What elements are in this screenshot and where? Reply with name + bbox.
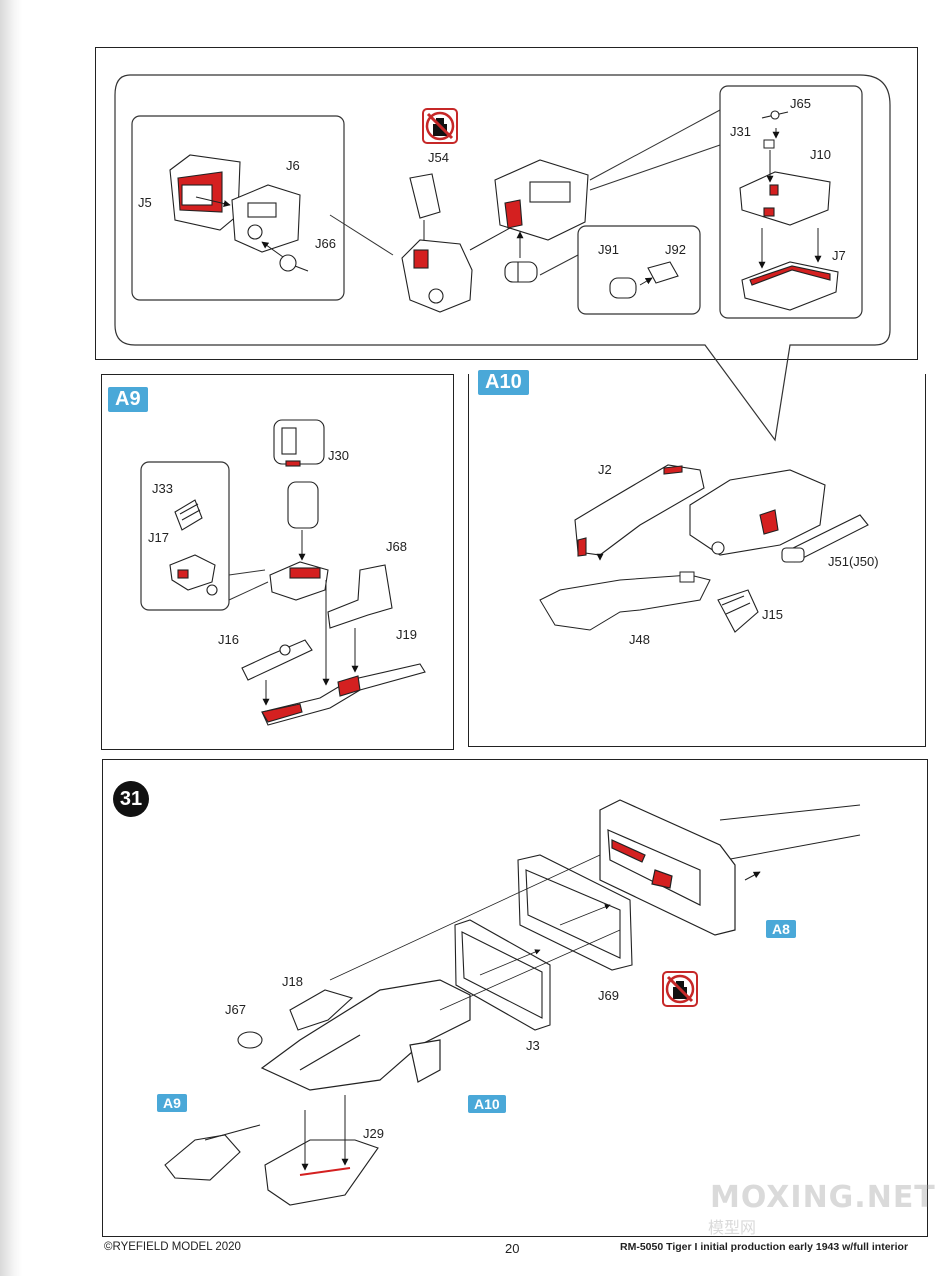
part-sight-mount	[269, 561, 329, 601]
no-glue-icon-step31	[662, 971, 698, 1007]
footer-kit-title: RM-5050 Tiger I initial production early…	[620, 1241, 909, 1253]
badge-a9: A9	[108, 387, 148, 412]
badge-a9-ref: A9	[157, 1094, 187, 1112]
badge-a10: A10	[478, 370, 529, 395]
part-j54	[409, 173, 441, 219]
label-j54: J54	[428, 150, 449, 165]
label-j30: J30	[328, 448, 349, 463]
label-j3: J3	[526, 1038, 540, 1053]
a9-panel	[101, 374, 454, 750]
footer-page-number: 20	[505, 1241, 520, 1256]
label-j92: J92	[665, 242, 686, 257]
top-callout-bubble	[114, 74, 891, 442]
label-j17: J17	[148, 530, 169, 545]
a10-panel	[468, 374, 926, 747]
part-j7	[741, 261, 839, 311]
part-a8-frame	[599, 799, 736, 936]
part-j5	[169, 154, 241, 231]
part-j10	[739, 171, 831, 226]
part-j3	[454, 919, 551, 1031]
part-j91	[609, 277, 637, 299]
part-breech-mount	[401, 239, 473, 313]
label-j19: J19	[396, 627, 417, 642]
part-breech-assembly	[689, 469, 826, 556]
label-j51: J51(J50)	[828, 554, 879, 569]
label-j33: J33	[152, 481, 173, 496]
part-j29	[264, 1139, 379, 1206]
step-number: 31	[113, 781, 149, 817]
part-j48	[539, 571, 711, 631]
badge-a8: A8	[766, 920, 796, 938]
page-edge-shadow	[0, 0, 22, 1276]
inset-j91-j92	[577, 225, 701, 315]
label-j68: J68	[386, 539, 407, 554]
part-j92	[647, 261, 679, 284]
label-j67: J67	[225, 1002, 246, 1017]
part-j51	[781, 514, 869, 563]
part-j65	[761, 110, 789, 120]
label-j66: J66	[315, 236, 336, 251]
part-j16	[241, 639, 313, 681]
label-j5: J5	[138, 195, 152, 210]
label-j48: J48	[629, 632, 650, 647]
part-j33	[174, 499, 203, 531]
watermark-chinese: 模型网	[708, 1218, 757, 1237]
part-j18	[289, 989, 354, 1031]
label-j18: J18	[282, 974, 303, 989]
part-recoil-cylinder	[504, 261, 538, 283]
label-j2: J2	[598, 462, 612, 477]
watermark-site: MOXING.NET	[710, 1180, 936, 1215]
part-j66	[279, 254, 309, 272]
label-j10: J10	[810, 147, 831, 162]
part-j69	[517, 854, 633, 971]
part-j30-upper	[273, 419, 325, 467]
step-31-panel	[102, 759, 928, 1237]
part-a9-sight	[164, 1124, 261, 1181]
label-j6: J6	[286, 158, 300, 173]
label-j69: J69	[598, 988, 619, 1003]
label-j7: J7	[832, 248, 846, 263]
footer-copyright: ©RYEFIELD MODEL 2020	[104, 1241, 241, 1253]
part-j67	[237, 1031, 263, 1049]
part-j19	[261, 663, 426, 726]
part-j15	[717, 589, 759, 633]
part-j2	[574, 464, 705, 557]
part-j68	[327, 564, 393, 629]
part-hull-mount-assembly	[260, 979, 471, 1091]
label-j91: J91	[598, 242, 619, 257]
badge-a10-ref: A10	[468, 1095, 506, 1113]
part-j17	[169, 554, 218, 596]
label-j15: J15	[762, 607, 783, 622]
part-j30-lower	[287, 481, 319, 529]
label-j16: J16	[218, 632, 239, 647]
part-main-breech	[494, 159, 589, 241]
part-j31	[763, 139, 775, 149]
part-j6	[231, 184, 301, 253]
no-glue-icon	[422, 108, 458, 144]
label-j31: J31	[730, 124, 751, 139]
label-j29: J29	[363, 1126, 384, 1141]
label-j65: J65	[790, 96, 811, 111]
